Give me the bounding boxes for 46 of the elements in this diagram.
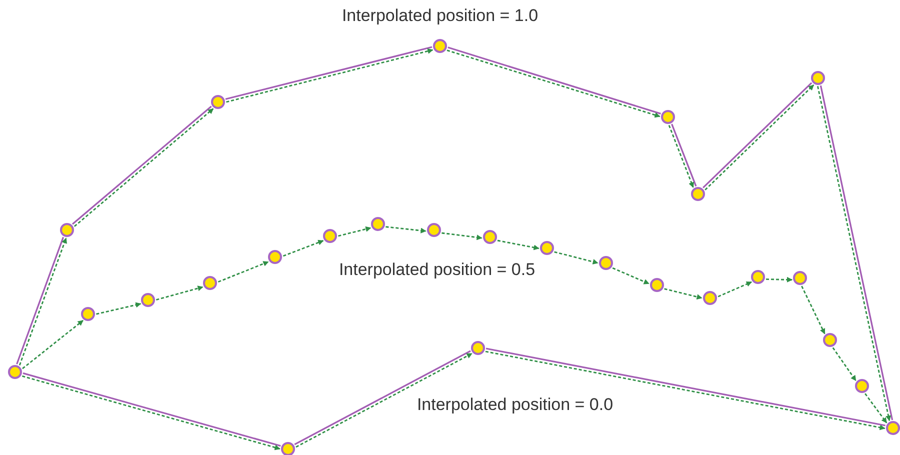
arrow bbox=[282, 240, 324, 257]
point-marker bbox=[323, 229, 337, 243]
arrow bbox=[864, 393, 888, 424]
position-label: Interpolated position = 0.5 bbox=[338, 260, 536, 280]
arrow bbox=[22, 320, 84, 370]
point-marker bbox=[81, 307, 95, 321]
arrow bbox=[664, 288, 702, 300]
point-marker bbox=[886, 421, 900, 435]
arrow bbox=[156, 286, 204, 300]
arrow bbox=[718, 281, 752, 298]
point-marker bbox=[703, 291, 717, 305]
point-marker bbox=[483, 230, 497, 244]
arrow bbox=[801, 286, 826, 334]
point-marker bbox=[540, 241, 554, 255]
point-marker bbox=[691, 187, 705, 201]
point-marker bbox=[371, 217, 385, 231]
point-marker bbox=[855, 379, 869, 393]
point-marker bbox=[811, 71, 825, 85]
arrow bbox=[96, 302, 142, 315]
point-marker bbox=[661, 110, 675, 124]
arrow bbox=[766, 276, 793, 282]
arrow bbox=[338, 226, 372, 237]
position-label: Interpolated position = 0.0 bbox=[416, 395, 614, 415]
point-marker bbox=[793, 271, 807, 285]
point-marker bbox=[471, 341, 485, 355]
point-marker bbox=[60, 223, 74, 237]
point-marker bbox=[751, 270, 765, 284]
arrow bbox=[832, 347, 856, 382]
arrow bbox=[442, 232, 482, 240]
position-label: Interpolated position = 1.0 bbox=[342, 6, 538, 26]
arrow bbox=[218, 261, 269, 283]
arrow bbox=[497, 240, 540, 250]
point-marker bbox=[203, 276, 217, 290]
point-marker bbox=[427, 223, 441, 237]
point-marker bbox=[281, 442, 295, 455]
point-marker bbox=[650, 278, 664, 292]
point-marker bbox=[823, 333, 837, 347]
point-marker bbox=[268, 250, 282, 264]
arrow bbox=[386, 226, 426, 234]
point-marker bbox=[8, 365, 22, 379]
point-marker bbox=[599, 256, 613, 270]
arrow bbox=[554, 251, 598, 264]
arrow bbox=[612, 267, 650, 284]
point-marker bbox=[211, 95, 225, 109]
point-marker bbox=[141, 293, 155, 307]
point-marker bbox=[433, 39, 447, 53]
